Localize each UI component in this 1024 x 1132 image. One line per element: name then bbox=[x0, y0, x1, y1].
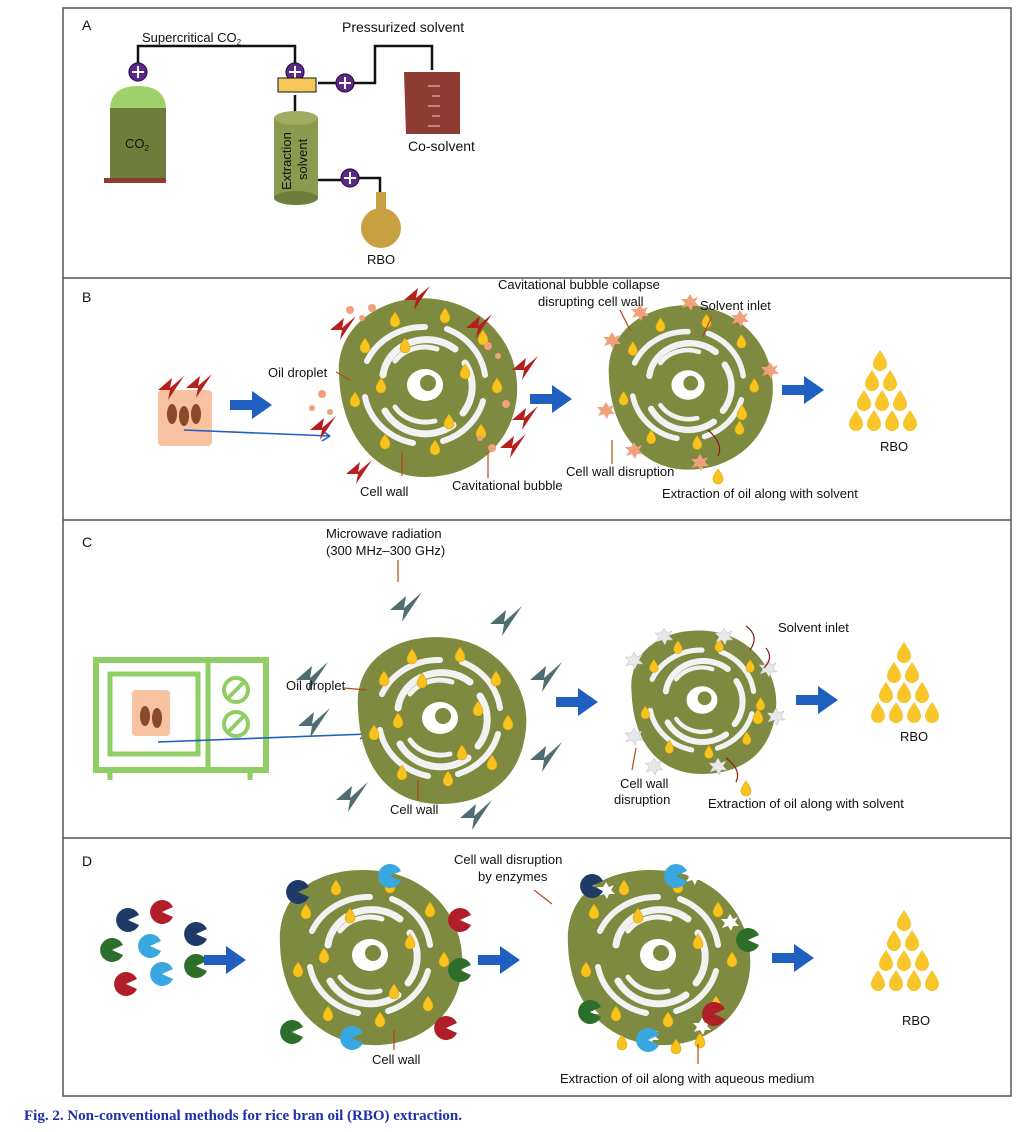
extraction-solvent-label: Extraction bbox=[279, 132, 294, 190]
solvent-inlet-label: Solvent inlet bbox=[700, 298, 771, 313]
rbo-label: RBO bbox=[900, 729, 928, 744]
cell-ultrasound bbox=[338, 298, 518, 477]
process-arrow-icon bbox=[230, 391, 272, 419]
extraction-solvent-label: solvent bbox=[295, 138, 310, 180]
solvent-inlet-label: Solvent inlet bbox=[778, 620, 849, 635]
annotation-leaders bbox=[393, 889, 699, 1064]
rbo-label: RBO bbox=[880, 439, 908, 454]
supercritical-co2-label: Supercritical CO2 bbox=[142, 30, 242, 47]
enzyme-icon bbox=[100, 900, 207, 996]
figure-caption: Fig. 2. Non-conventional methods for ric… bbox=[24, 1108, 463, 1124]
panel-c-label: C bbox=[82, 534, 92, 550]
panel-b: B bbox=[82, 277, 917, 501]
panel-a: A CO2 Extraction solvent bbox=[82, 17, 475, 267]
gas-cylinder-icon: CO2 bbox=[104, 86, 166, 183]
wall-disruption-label: Cell wall bbox=[620, 776, 669, 791]
microwave-oven-icon bbox=[93, 657, 269, 780]
annotation-leaders bbox=[343, 560, 771, 800]
process-arrow-icon bbox=[204, 946, 246, 974]
panel-a-label: A bbox=[82, 17, 92, 33]
cavitational-bubble-label: Cavitational bubble bbox=[452, 478, 563, 493]
valve-icon bbox=[340, 168, 360, 188]
extraction-label: Extraction of oil along with solvent bbox=[662, 486, 858, 501]
mixer-block bbox=[277, 77, 317, 93]
cell-wall-label: Cell wall bbox=[390, 802, 439, 817]
ultrasound-bath-icon bbox=[158, 374, 212, 446]
panel-d-label: D bbox=[82, 853, 92, 869]
process-arrow-icon bbox=[782, 376, 824, 404]
panel-c: C bbox=[82, 526, 939, 830]
microwave-label: Microwave radiation bbox=[326, 526, 442, 541]
extraction-label: Extraction of oil along with solvent bbox=[708, 796, 904, 811]
cavitation-bubbles bbox=[309, 304, 510, 452]
oil-droplet-icon bbox=[871, 910, 939, 991]
oil-droplet-label: Oil droplet bbox=[286, 678, 346, 693]
process-arrow-icon bbox=[772, 944, 814, 972]
link-arrow bbox=[183, 429, 331, 437]
rbo-label: RBO bbox=[902, 1013, 930, 1028]
cell-wall-label: Cell wall bbox=[372, 1052, 421, 1067]
co2-label: CO2 bbox=[125, 136, 150, 153]
annotation-leaders bbox=[335, 309, 721, 478]
enzymes-label: Cell wall disruption bbox=[454, 852, 562, 867]
link-arrow bbox=[157, 733, 369, 743]
beaker-icon bbox=[404, 72, 460, 134]
co-solvent-label: Co-solvent bbox=[408, 138, 475, 154]
process-arrow-icon bbox=[796, 686, 838, 714]
cell-wall-label: Cell wall bbox=[360, 484, 409, 499]
collapse-label: Cavitational bubble collapse bbox=[498, 277, 660, 292]
microwave-range-label: (300 MHz–300 GHz) bbox=[326, 543, 445, 558]
panel-d: D bbox=[82, 852, 939, 1086]
oil-droplet-icon bbox=[871, 642, 939, 723]
figure-frame bbox=[62, 7, 1012, 1097]
wall-disruption-label: disruption bbox=[614, 792, 670, 807]
flask-icon bbox=[361, 192, 401, 248]
cell-enzyme bbox=[279, 869, 463, 1046]
valve-icon bbox=[128, 62, 148, 82]
pressurized-solvent-label: Pressurized solvent bbox=[342, 19, 464, 35]
extraction-label: Extraction of oil along with aqueous med… bbox=[560, 1071, 814, 1086]
oil-droplet-icon bbox=[849, 350, 917, 431]
collapse-label: disrupting cell wall bbox=[538, 294, 644, 309]
cell-enzyme-disrupted bbox=[567, 869, 751, 1046]
valve-icon bbox=[335, 73, 355, 93]
process-arrow-icon bbox=[556, 688, 598, 716]
process-arrow-icon bbox=[530, 385, 572, 413]
oil-droplet-label: Oil droplet bbox=[268, 365, 328, 380]
extraction-vessel-icon: Extraction solvent bbox=[274, 111, 318, 205]
rbo-label: RBO bbox=[367, 252, 395, 267]
cell-microwave bbox=[357, 637, 527, 804]
panel-b-label: B bbox=[82, 289, 91, 305]
enzymes-label: by enzymes bbox=[478, 869, 548, 884]
cell-microwave-disrupted bbox=[631, 630, 777, 774]
wall-disruption-label: Cell wall disruption bbox=[566, 464, 674, 479]
cell-ultrasound-disrupted bbox=[608, 305, 773, 470]
process-arrow-icon bbox=[478, 946, 520, 974]
